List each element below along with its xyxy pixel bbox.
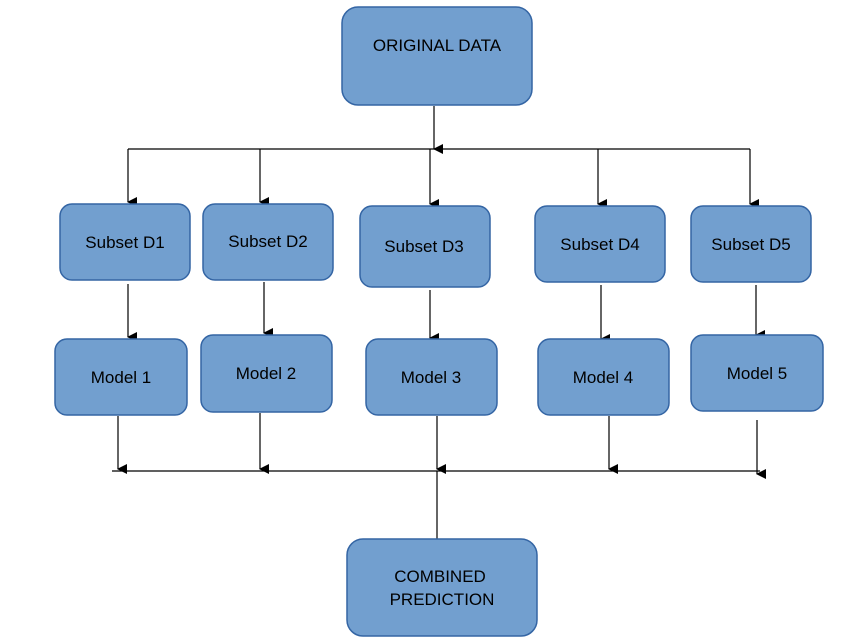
- model-3-box: [365, 338, 498, 416]
- model-2-label: Model 2: [236, 364, 296, 383]
- subset-d4-node: Subset D4: [534, 205, 666, 283]
- original-data-box: [341, 6, 533, 106]
- subset-d5-box: [690, 205, 812, 283]
- subset-d3-node: Subset D3: [359, 205, 491, 288]
- subset-d4-label: Subset D4: [560, 235, 639, 254]
- subset-d1-label: Subset D1: [85, 233, 164, 252]
- subset-d4-box: [534, 205, 666, 283]
- combined-prediction-box: [346, 538, 538, 637]
- model-3-node: Model 3: [365, 338, 498, 416]
- subset-d1-box: [59, 203, 191, 281]
- model-1-node: Model 1: [54, 338, 188, 416]
- subset-d1-node: Subset D1: [59, 203, 191, 281]
- combined-prediction-label-line2: PREDICTION: [390, 590, 495, 609]
- subset-d3-label: Subset D3: [384, 237, 463, 256]
- combined-prediction-label-line1: COMBINED: [394, 567, 486, 586]
- merge-connectors: [112, 413, 766, 550]
- subset-d5-node: Subset D5: [690, 205, 812, 283]
- split-connectors: [127, 106, 759, 209]
- subset-d5-label: Subset D5: [711, 235, 790, 254]
- original-data-node: ORIGINAL DATA: [341, 6, 533, 106]
- model-4-node: Model 4: [537, 338, 670, 416]
- model-5-label: Model 5: [727, 364, 787, 383]
- model-4-box: [537, 338, 670, 416]
- model-2-node: Model 2: [200, 334, 333, 413]
- subset-d2-label: Subset D2: [228, 232, 307, 251]
- model-3-label: Model 3: [401, 368, 461, 387]
- model-1-box: [54, 338, 188, 416]
- model-1-label: Model 1: [91, 368, 151, 387]
- subset-d2-box: [202, 203, 334, 281]
- original-data-label: ORIGINAL DATA: [373, 36, 502, 55]
- subset-d3-box: [359, 205, 491, 288]
- subset-d2-node: Subset D2: [202, 203, 334, 281]
- combined-prediction-node: COMBINED PREDICTION: [346, 538, 538, 637]
- model-5-node: Model 5: [690, 334, 824, 412]
- model-2-box: [200, 334, 333, 413]
- model-5-box: [690, 334, 824, 412]
- subset-model-connectors: [127, 282, 765, 344]
- model-4-label: Model 4: [573, 368, 633, 387]
